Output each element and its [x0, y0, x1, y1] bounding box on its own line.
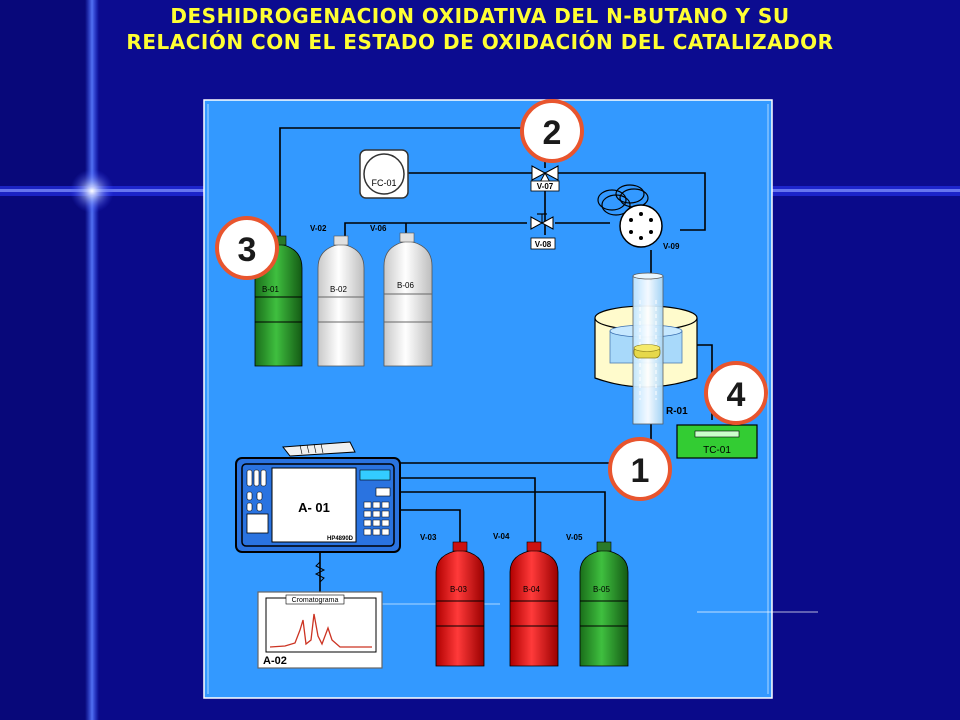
a02-label: A-02 [263, 655, 287, 667]
slide-title-line-1: DESHIDROGENACION OXIDATIVA DEL N-BUTANO … [170, 4, 790, 28]
v04-label: V-04 [493, 532, 510, 541]
gc-model-label: HP4890D [327, 536, 354, 542]
cylinder-b02: B-02 [317, 235, 365, 367]
signal-cable [314, 561, 326, 583]
callout-2: 2 [520, 99, 584, 163]
valve-v08: V-08 [530, 213, 556, 250]
chromatogram-trace [269, 613, 372, 648]
cylinder-b01: B-01 [254, 235, 303, 367]
b06-label: B-06 [397, 281, 414, 290]
chromatogram-title: Cromatograma [292, 597, 339, 604]
v08-label: V-08 [535, 240, 552, 249]
b02-label: B-02 [330, 285, 347, 294]
a01-label: A- 01 [298, 500, 330, 515]
valve-v07: V-07 [530, 165, 560, 192]
gas-chromatograph-a01: A- 01 HP4890D [235, 441, 401, 553]
b05-label: B-05 [593, 585, 610, 594]
v05-label: V-05 [566, 533, 583, 542]
b01-label: B-01 [262, 285, 279, 294]
v07-label: V-07 [537, 182, 554, 191]
v02-label: V-02 [310, 224, 327, 233]
cylinder-b03: B-03 [435, 541, 485, 667]
slide-title-line-2: RELACIÓN CON EL ESTADO DE OXIDACIÓN DEL … [126, 30, 834, 54]
svg-text:1: 1 [631, 452, 650, 490]
cylinder-b04: B-04 [509, 541, 559, 667]
b03-label: B-03 [450, 585, 467, 594]
cylinder-b06: B-06 [383, 232, 433, 367]
callout-4: 4 [704, 361, 768, 425]
temperature-controller-tc01: TC-01 [676, 424, 758, 459]
callout-3: 3 [215, 216, 279, 280]
v03-label: V-03 [420, 533, 437, 542]
flow-controller-fc01: FC-01 [359, 149, 409, 199]
sampling-valve-v09: V-09 [597, 184, 680, 251]
v09-label: V-09 [663, 242, 680, 251]
v06-label: V-06 [370, 224, 387, 233]
cylinder-b05: B-05 [579, 541, 629, 667]
svg-text:4: 4 [727, 376, 746, 414]
recorder-a02: Cromatograma A-02 [257, 591, 383, 669]
reactor-r01: R-01 [594, 272, 698, 425]
b04-label: B-04 [523, 585, 540, 594]
r01-label: R-01 [666, 406, 688, 417]
svg-text:2: 2 [543, 114, 562, 152]
svg-text:3: 3 [238, 231, 257, 269]
callout-1: 1 [608, 437, 672, 501]
tc01-label: TC-01 [703, 445, 731, 456]
fc01-label: FC-01 [371, 178, 396, 188]
